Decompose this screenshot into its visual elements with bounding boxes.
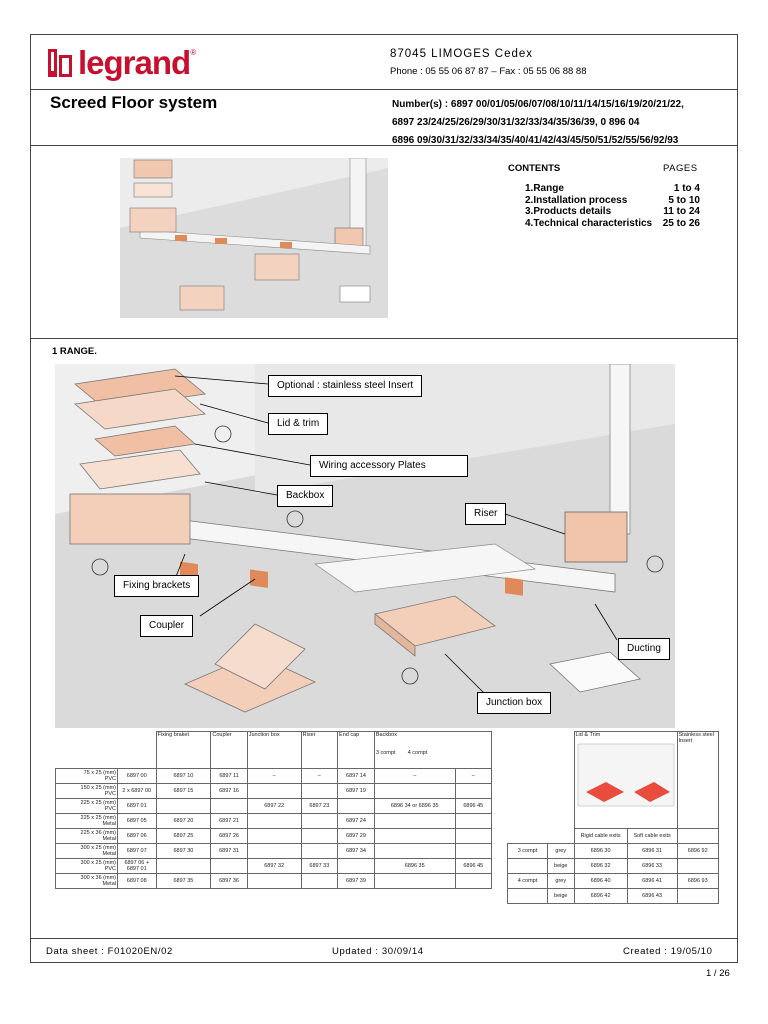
sub-header: Soft cable exits	[626, 828, 678, 844]
pages-heading: PAGES	[663, 163, 698, 174]
table-subheader-row: Rigid cable exits Soft cable exits	[508, 828, 719, 844]
contents-heading: CONTENTS	[508, 163, 561, 174]
toc-item[interactable]: 4.Technical characteristics 25 to 26	[525, 218, 700, 230]
callout-insert: Optional : stainless steel Insert	[268, 375, 423, 397]
numbers-line-1: Number(s) : 6897 00/01/05/06/07/08/10/11…	[392, 99, 684, 110]
address: 87045 LIMOGES Cedex	[390, 48, 534, 60]
backbox-header: Backbox	[375, 732, 397, 738]
col-header: End cap	[337, 731, 375, 769]
updated-date: Updated : 30/09/14	[332, 946, 424, 957]
toc-label: 2.Installation process	[525, 194, 628, 206]
callout-lid: Lid & trim	[268, 413, 329, 435]
sub-header: 4 compt	[407, 750, 428, 756]
col-header: Riser	[300, 731, 339, 769]
col-header: Stainless steel Insert	[676, 731, 719, 829]
toc-pages: 11 to 24	[663, 206, 700, 217]
toc-pages: 5 to 10	[668, 194, 700, 206]
table-header-row: Lid & Trim Stainless steel Insert	[508, 731, 719, 829]
toc-item[interactable]: 2.Installation process 5 to 10	[525, 195, 700, 207]
numbers-line-3: 6896 09/30/31/32/33/34/35/40/41/42/43/45…	[392, 135, 679, 146]
col-header: Backbox 3 compt 4 compt	[373, 731, 493, 769]
page-frame	[30, 34, 738, 963]
toc-pages: 1 to 4	[673, 183, 700, 194]
col-header: Junction box	[246, 731, 302, 769]
datasheet-ref: Data sheet : F01020EN/02	[46, 946, 173, 957]
toc-label: 4.Technical characteristics	[525, 217, 653, 229]
callout-brackets: Fixing brackets	[114, 575, 200, 597]
title-divider	[30, 145, 738, 146]
legrand-logo-icon	[48, 48, 72, 77]
logo-text: legrand	[78, 44, 191, 81]
callout-backbox: Backbox	[277, 485, 334, 507]
toc-label: 3.Products details	[525, 206, 612, 217]
toc-item[interactable]: 1.Range 1 to 4	[525, 183, 700, 195]
col-header: Lid & Trim	[573, 731, 678, 829]
toc-label: 1.Range	[525, 183, 564, 194]
range-table: Fixing braket Coupler Junction box Riser…	[55, 731, 493, 889]
toc-item[interactable]: 3.Products details 11 to 24	[525, 206, 700, 218]
registered-mark: ®	[190, 48, 197, 57]
overview-illustration	[120, 158, 388, 318]
contents-divider	[30, 338, 738, 339]
page-number: 1 / 26	[706, 968, 730, 979]
callout-riser: Riser	[465, 503, 507, 525]
header-divider	[30, 89, 738, 90]
toc-pages: 25 to 26	[662, 217, 700, 229]
sub-header: Rigid cable exits	[573, 828, 628, 844]
page-title: Screed Floor system	[50, 93, 218, 112]
lid-insert-table: Lid & Trim Stainless steel Insert Rigid …	[507, 731, 719, 904]
range-heading: 1 RANGE.	[52, 346, 97, 357]
numbers-line-2: 6897 23/24/25/26/29/30/31/32/33/34/35/36…	[392, 117, 640, 128]
table-of-contents: 1.Range 1 to 4 2.Installation process 5 …	[525, 183, 700, 229]
created-date: Created : 19/05/10	[623, 946, 713, 957]
lid-illustration	[577, 743, 674, 807]
legrand-logo: legrand ®	[48, 46, 196, 79]
callout-coupler: Coupler	[140, 615, 194, 637]
callout-plates: Wiring accessory Plates	[310, 455, 468, 477]
col-header: Coupler	[210, 731, 248, 769]
callout-junction: Junction box	[477, 692, 552, 714]
table-header-row: Fixing braket Coupler Junction box Riser…	[56, 731, 493, 769]
phone-fax: Phone : 05 55 06 87 87 – Fax : 05 55 06 …	[390, 66, 587, 77]
col-header: Fixing braket	[155, 731, 212, 769]
callout-ducting: Ducting	[618, 638, 670, 660]
footer-divider	[30, 938, 738, 939]
table-row: 300 x 25 (mm)PVC 6897 06 + 6897 01 6897 …	[55, 858, 493, 874]
range-illustration	[55, 364, 675, 728]
sub-header: 3 compt	[375, 750, 396, 756]
product-numbers: Number(s) : 6897 00/01/05/06/07/08/10/11…	[392, 96, 684, 150]
